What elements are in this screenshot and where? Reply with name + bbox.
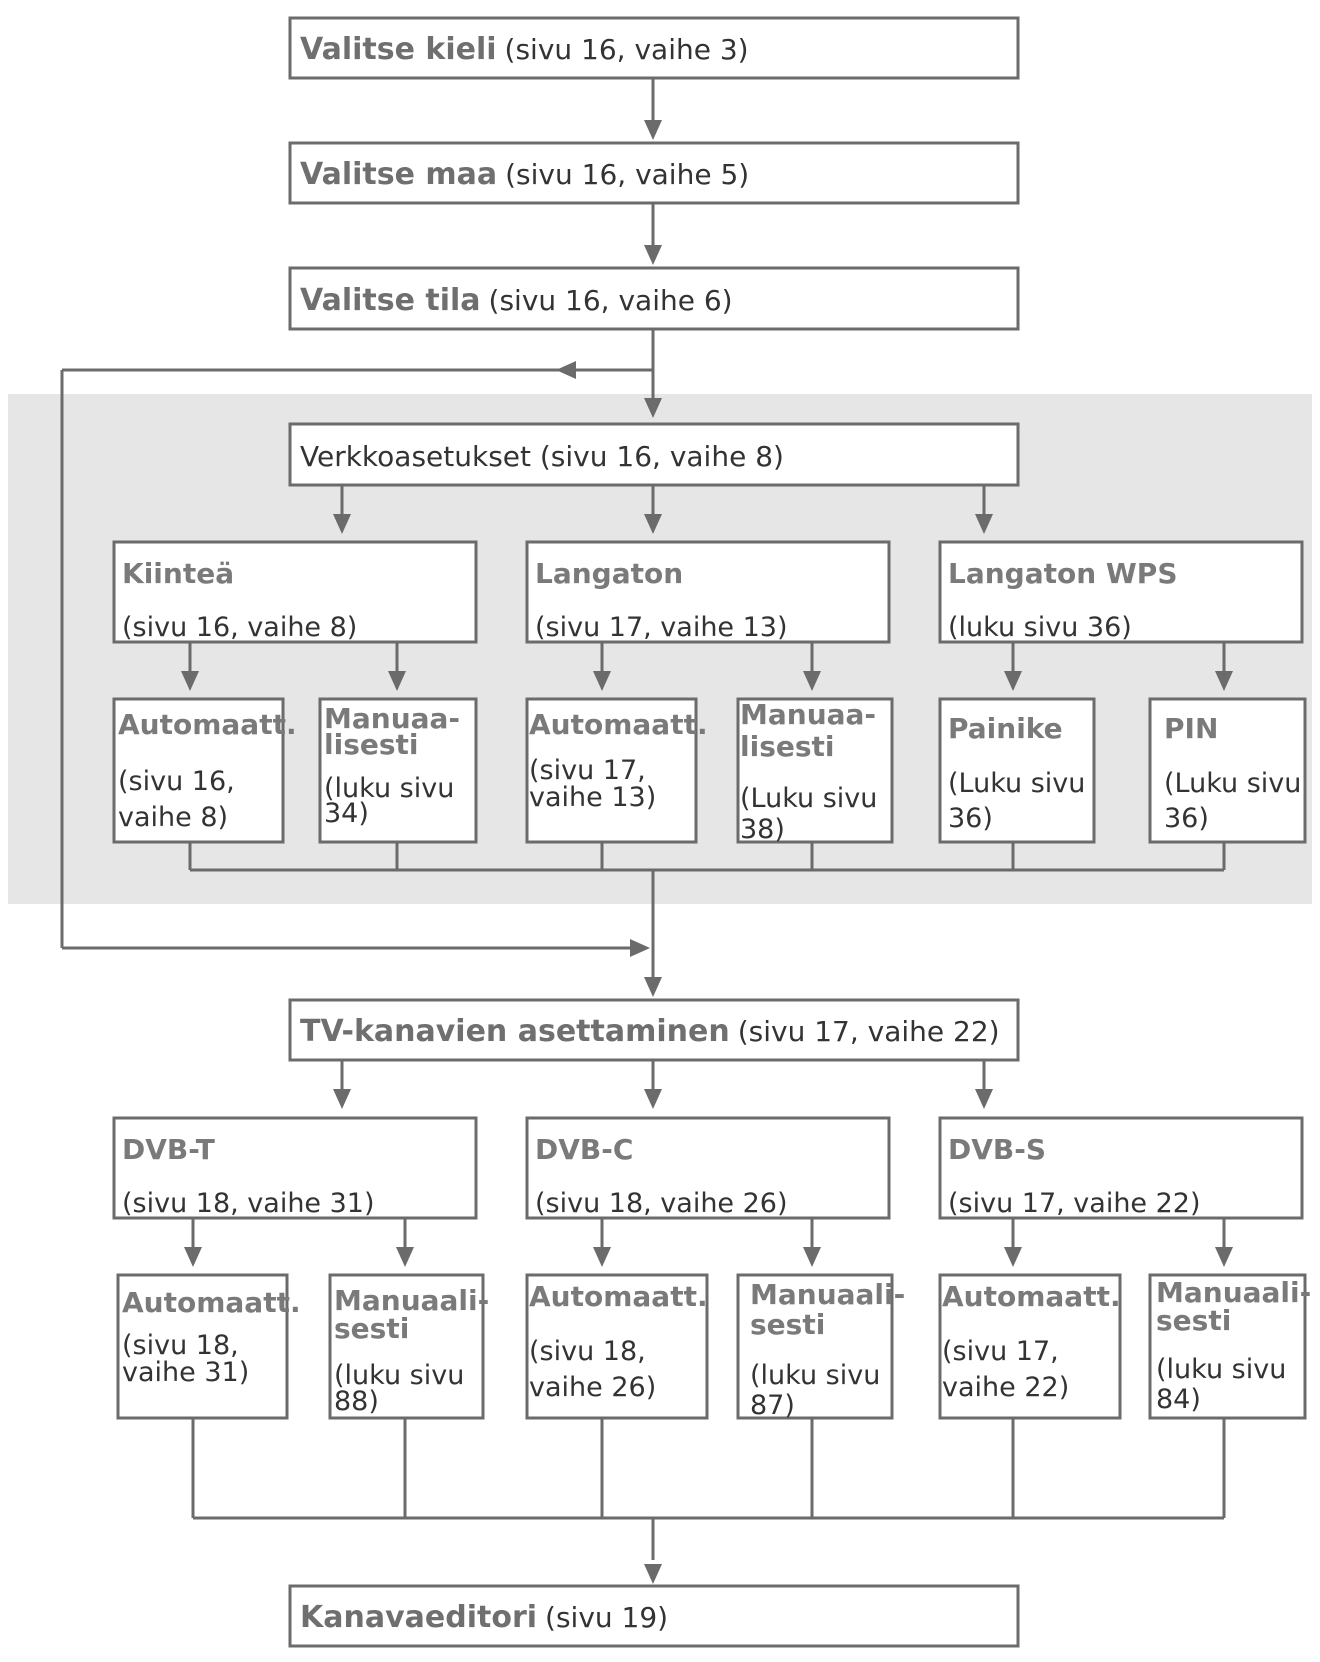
label-tv_sources-1-children-1-title-0: Manuaali- — [750, 1278, 905, 1311]
svg-text:Valitse tila(sivu 16, vaihe 6): Valitse tila(sivu 16, vaihe 6) — [300, 283, 733, 318]
svg-text:Valitse maa(sivu 16, vaihe 5): Valitse maa(sivu 16, vaihe 5) — [300, 157, 749, 192]
dvb-s-automatic: Automaatt. (sivu 17, vaihe 22) — [938, 1273, 1122, 1420]
label-steps-tila-title: Valitse tila — [300, 283, 481, 318]
label-tv_sources-2-children-1-ref-1: 84) — [1156, 1384, 1201, 1415]
label-steps-kieli-title: Valitse kieli — [300, 32, 497, 67]
dvb-t-manual: Manuaali- sesti (luku sivu 88) — [328, 1273, 489, 1420]
label-tv_sources-1-title: DVB-C — [535, 1133, 633, 1166]
label-tv_sources-2-children-1-title-0: Manuaali- — [1156, 1276, 1311, 1309]
label-network-1-children-0-ref-0: (sivu 17, — [529, 755, 646, 786]
label-tv_sources-2-children-0-title-0: Automaatt. — [942, 1280, 1121, 1313]
label-tv_sources-1-children-0-ref-0: (sivu 18, — [529, 1336, 646, 1367]
label-tv_sources-0-title: DVB-T — [122, 1133, 215, 1166]
label-tv_sources-2-children-1-title-1: sesti — [1156, 1304, 1231, 1337]
label-steps-kieli-ref: (sivu 16, vaihe 3) — [505, 33, 749, 66]
svg-text:Kanavaeditori(sivu 19): Kanavaeditori(sivu 19) — [300, 1600, 668, 1635]
label-tv_sources-0-children-0-title-0: Automaatt. — [122, 1286, 301, 1319]
step-select-mode: Valitse tila(sivu 16, vaihe 6) — [288, 266, 1020, 331]
dvb-c-manual: Manuaali- sesti (luku sivu 87) — [736, 1273, 905, 1421]
label-network-1-title: Langaton — [535, 557, 683, 590]
label-network-0-children-1-title-0: Manuaa- — [324, 702, 460, 735]
label-steps-tila-ref: (sivu 16, vaihe 6) — [489, 284, 733, 317]
wired-manual: Manuaa- lisesti (luku sivu 34) — [318, 697, 478, 844]
label-network-1-children-1-title-1: lisesti — [740, 730, 835, 763]
source-dvb-t: DVB-T (sivu 18, vaihe 31) — [112, 1116, 478, 1220]
connectors — [60, 78, 1226, 1560]
label-tv_sources-1-children-0-ref-1: vaihe 26) — [529, 1372, 656, 1403]
label-network-2-children-0-ref-1: 36) — [948, 803, 993, 834]
wireless-automatic: Automaatt. (sivu 17, vaihe 13) — [525, 697, 708, 844]
label-network-0-children-0-ref-1: vaihe 8) — [118, 802, 228, 833]
label-steps-maa-ref: (sivu 16, vaihe 5) — [505, 158, 749, 191]
network-wired: Kiinteä (sivu 16, vaihe 8) — [112, 540, 478, 644]
label-network-0-children-1-title-1: lisesti — [324, 728, 419, 761]
label-network-0-ref: (sivu 16, vaihe 8) — [122, 612, 357, 643]
label-tv_sources-0-children-1-ref-0: (luku sivu — [334, 1360, 464, 1391]
label-tv_sources-0-children-0-ref-1: vaihe 31) — [122, 1357, 249, 1388]
label-network-0-children-0-title-0: Automaatt. — [118, 708, 297, 741]
dvb-s-manual: Manuaali- sesti (luku sivu 84) — [1148, 1273, 1311, 1420]
label-tv_sources-2-children-0-ref-0: (sivu 17, — [942, 1336, 1059, 1367]
network-wireless: Langaton (sivu 17, vaihe 13) — [525, 540, 891, 644]
wps-pin: PIN (Luku sivu 36) — [1148, 697, 1307, 844]
label-network-2-children-0-title-0: Painike — [948, 712, 1063, 745]
source-dvb-c: DVB-C (sivu 18, vaihe 26) — [525, 1116, 891, 1220]
label-network-2-title: Langaton WPS — [948, 557, 1177, 590]
label-network-2-children-1-title-0: PIN — [1164, 712, 1218, 745]
label-network-1-children-0-ref-1: vaihe 13) — [529, 782, 656, 813]
label-steps-editori-ref: (sivu 19) — [545, 1601, 668, 1634]
label-network-2-children-1-ref-0: (Luku sivu — [1164, 768, 1301, 799]
dvb-t-automatic: Automaatt. (sivu 18, vaihe 31) — [116, 1273, 301, 1420]
label-network-0-title: Kiinteä — [122, 557, 234, 590]
label-tv_sources-2-title: DVB-S — [948, 1133, 1046, 1166]
step-select-language: Valitse kieli(sivu 16, vaihe 3) — [288, 16, 1020, 80]
label-tv_sources-0-children-1-title-0: Manuaali- — [334, 1284, 489, 1317]
label-network-2-ref: (luku sivu 36) — [948, 612, 1132, 643]
label-tv_sources-0-children-1-ref-1: 88) — [334, 1386, 379, 1417]
label-steps-tv-title: TV-kanavien asettaminen — [300, 1014, 730, 1049]
label-steps-verkko-title: Verkkoasetukset (sivu 16, vaihe 8) — [300, 440, 784, 473]
source-dvb-s: DVB-S (sivu 17, vaihe 22) — [938, 1116, 1304, 1220]
label-network-1-ref: (sivu 17, vaihe 13) — [535, 612, 788, 643]
label-tv_sources-2-children-0-ref-1: vaihe 22) — [942, 1372, 1069, 1403]
label-network-0-children-1-ref-0: (luku sivu — [324, 773, 454, 804]
dvb-c-automatic: Automaatt. (sivu 18, vaihe 26) — [525, 1273, 709, 1420]
label-tv_sources-0-children-0-ref-0: (sivu 18, — [122, 1330, 239, 1361]
step-select-country: Valitse maa(sivu 16, vaihe 5) — [288, 141, 1020, 205]
step-tv-channels: TV-kanavien asettaminen(sivu 17, vaihe 2… — [288, 998, 1020, 1062]
label-tv_sources-0-ref: (sivu 18, vaihe 31) — [122, 1188, 375, 1219]
step-channel-editor: Kanavaeditori(sivu 19) — [288, 1584, 1020, 1648]
label-network-1-children-0-title-0: Automaatt. — [529, 708, 708, 741]
label-steps-editori-title: Kanavaeditori — [300, 1600, 537, 1635]
label-tv_sources-1-children-1-title-1: sesti — [750, 1308, 825, 1341]
step-network-settings: Verkkoasetukset (sivu 16, vaihe 8) — [288, 422, 1020, 487]
label-network-1-children-1-title-0: Manuaa- — [740, 698, 876, 731]
label-steps-tv-ref: (sivu 17, vaihe 22) — [738, 1015, 1000, 1048]
label-tv_sources-1-children-1-ref-1: 87) — [750, 1390, 795, 1421]
svg-text:TV-kanavien asettaminen(sivu 1: TV-kanavien asettaminen(sivu 17, vaihe 2… — [300, 1014, 1000, 1049]
label-network-1-children-1-ref-0: (Luku sivu — [740, 783, 877, 814]
label-network-1-children-1-ref-1: 38) — [740, 814, 785, 845]
label-tv_sources-0-children-1-title-1: sesti — [334, 1312, 409, 1345]
label-tv_sources-2-ref: (sivu 17, vaihe 22) — [948, 1188, 1201, 1219]
label-network-0-children-1-ref-1: 34) — [324, 798, 369, 829]
label-tv_sources-1-children-0-title-0: Automaatt. — [529, 1280, 708, 1313]
wireless-manual: Manuaa- lisesti (Luku sivu 38) — [736, 697, 894, 845]
label-steps-maa-title: Valitse maa — [300, 157, 497, 192]
wps-button: Painike (Luku sivu 36) — [938, 697, 1096, 844]
label-tv_sources-2-children-1-ref-0: (luku sivu — [1156, 1354, 1286, 1385]
label-tv_sources-1-children-1-ref-0: (luku sivu — [750, 1360, 880, 1391]
label-network-2-children-0-ref-0: (Luku sivu — [948, 768, 1085, 799]
svg-text:Valitse kieli(sivu 16, vaihe 3: Valitse kieli(sivu 16, vaihe 3) — [300, 32, 749, 67]
network-wireless-wps: Langaton WPS (luku sivu 36) — [938, 540, 1304, 644]
label-tv_sources-1-ref: (sivu 18, vaihe 26) — [535, 1188, 788, 1219]
label-network-2-children-1-ref-1: 36) — [1164, 803, 1209, 834]
arrowheads — [181, 120, 1233, 1584]
label-network-0-children-0-ref-0: (sivu 16, — [118, 766, 235, 797]
wired-automatic: Automaatt. (sivu 16, vaihe 8) — [112, 697, 297, 844]
